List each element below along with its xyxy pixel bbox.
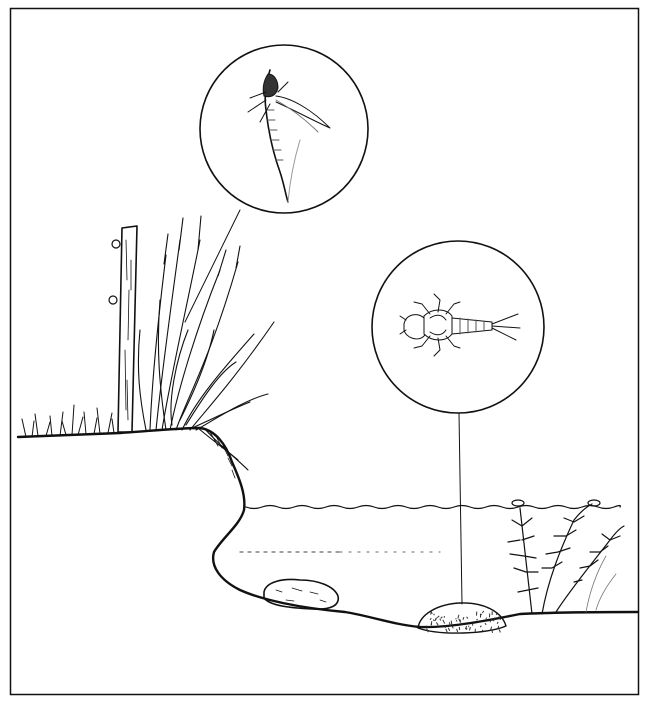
sediment-stroke	[440, 619, 441, 621]
sediment-stroke	[492, 630, 493, 633]
sediment-stroke	[456, 620, 457, 621]
sediment-stroke	[486, 618, 487, 619]
nymph-inset	[372, 241, 544, 413]
sediment-stroke	[491, 618, 492, 621]
sediment-stroke	[445, 626, 446, 627]
adult-mayfly-inset	[200, 45, 368, 213]
sediment-stroke	[468, 626, 469, 627]
sediment-stroke	[451, 621, 452, 625]
sediment-stroke	[498, 626, 499, 629]
sediment-stroke	[452, 626, 453, 628]
